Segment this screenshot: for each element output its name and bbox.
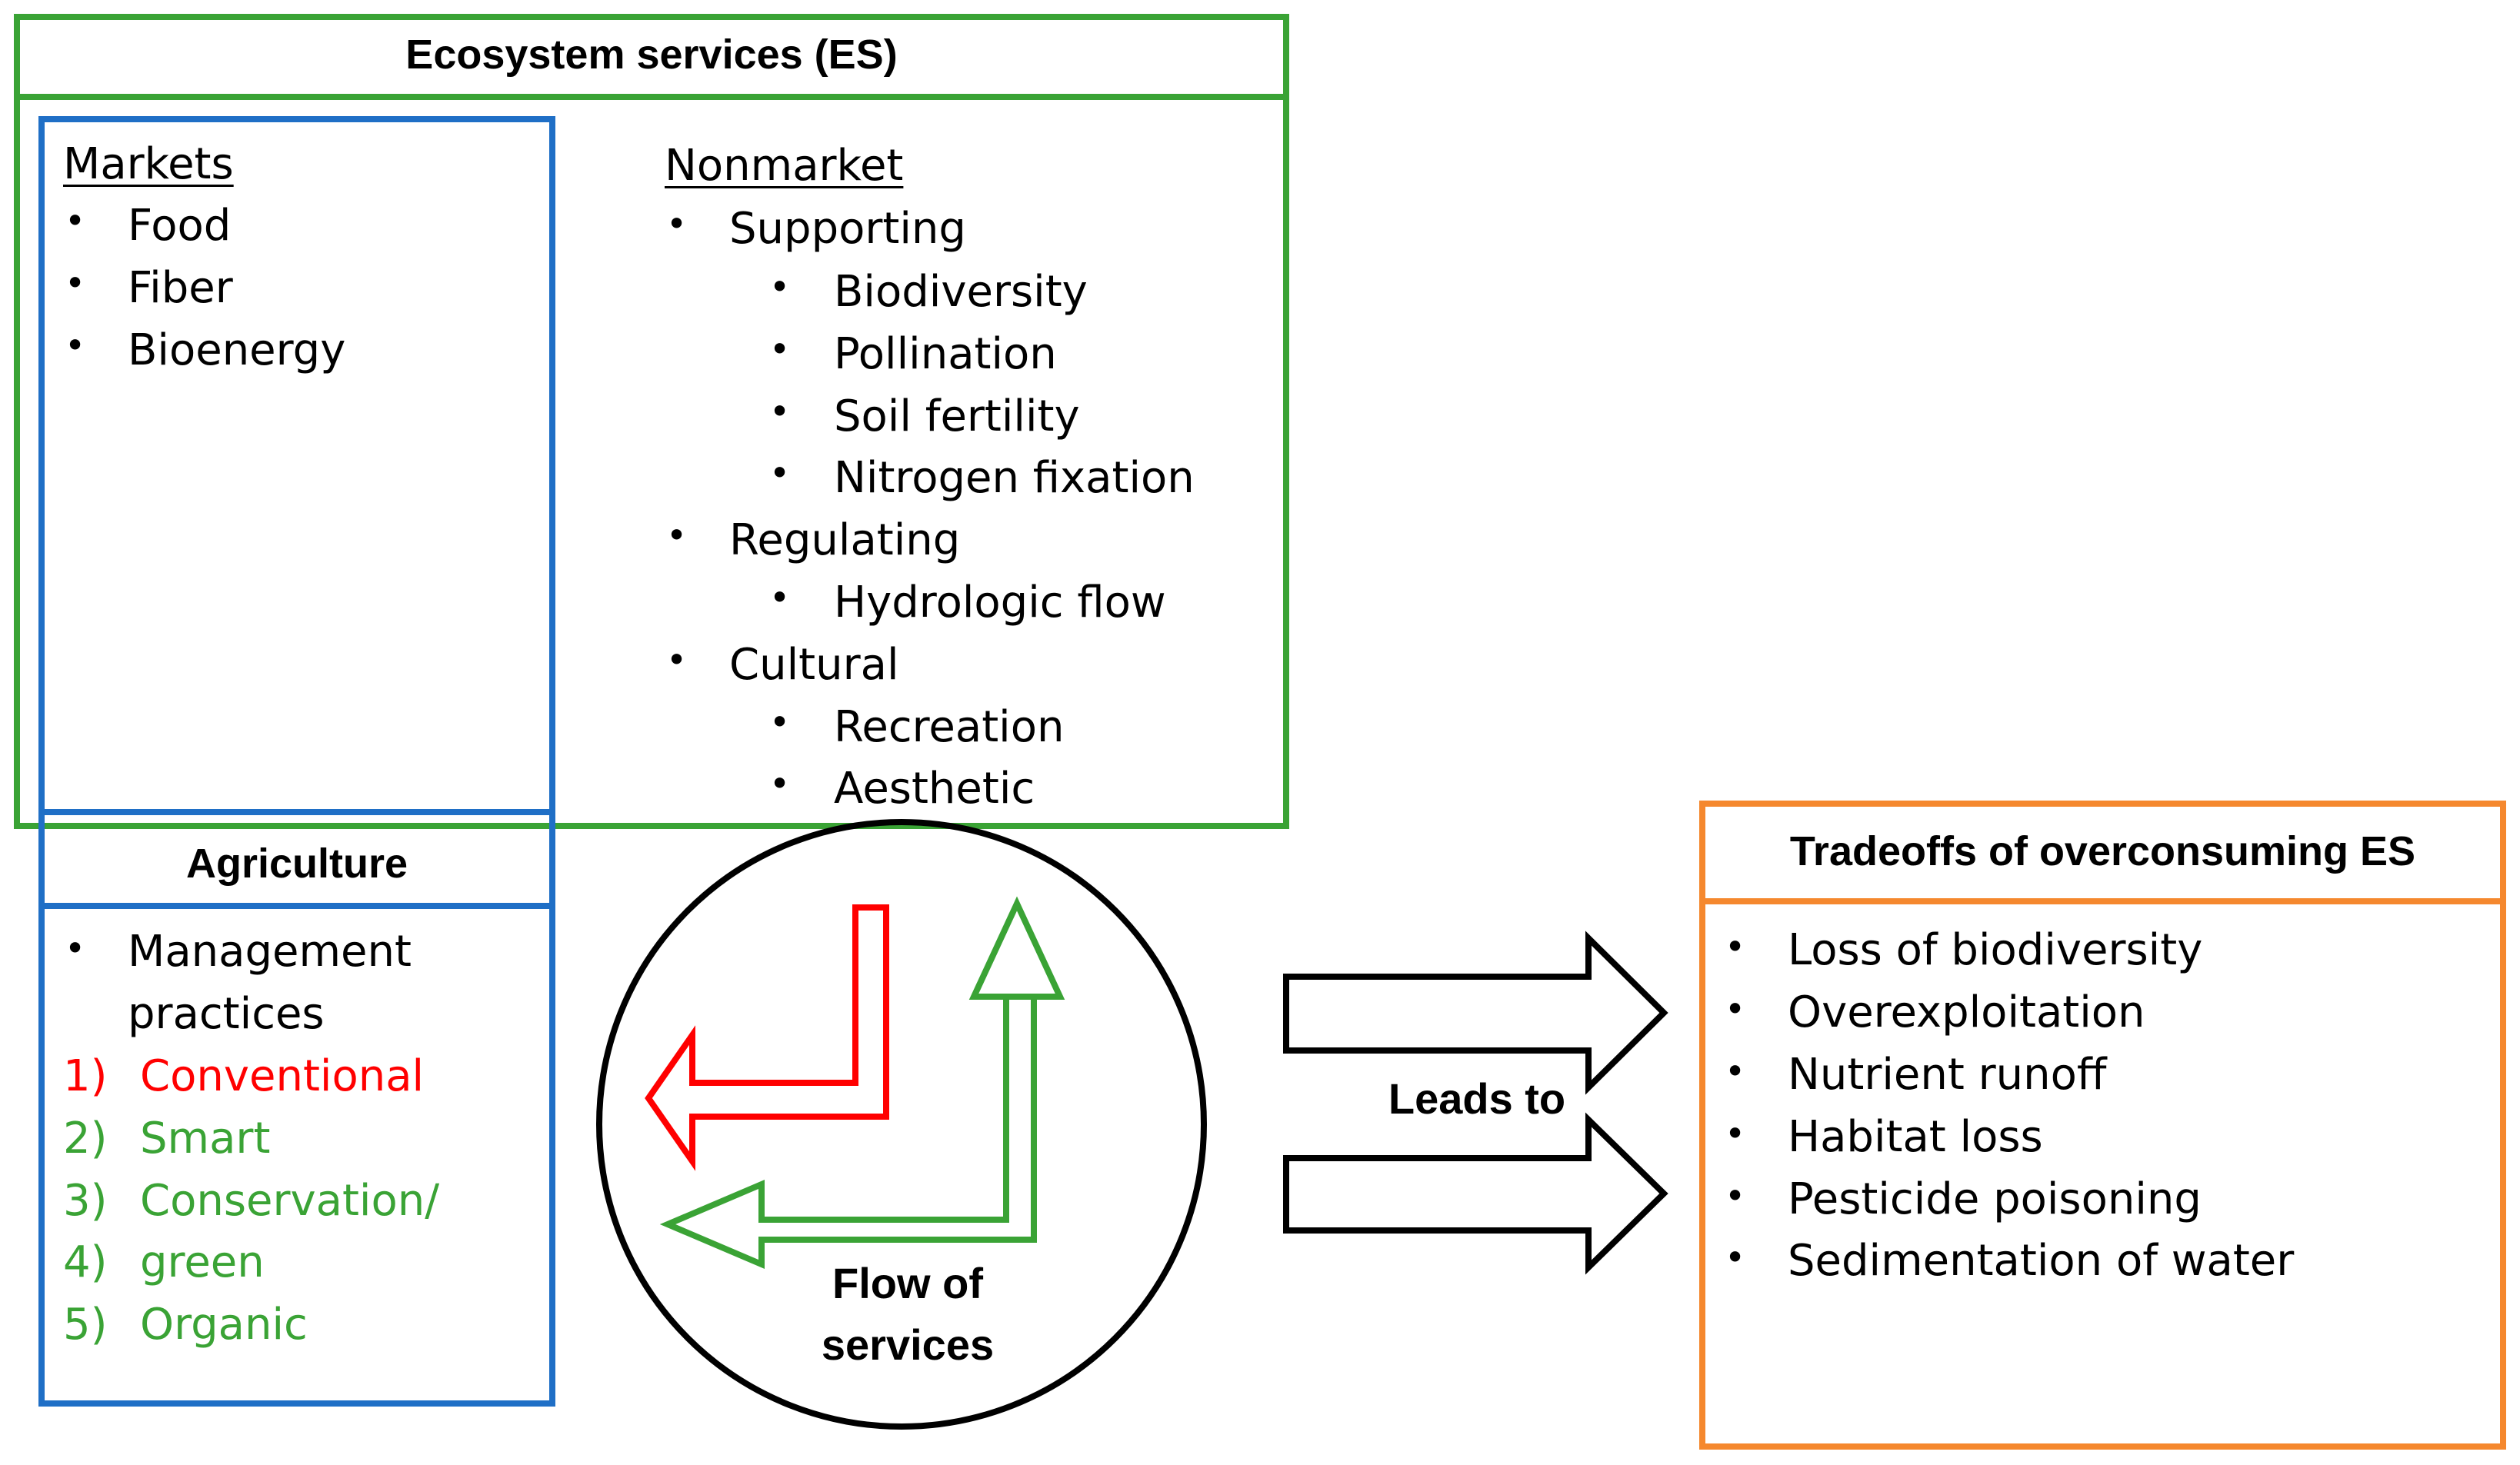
practice-conventional: Conventional: [140, 1051, 425, 1101]
bullet: •: [1725, 1050, 1746, 1092]
flow-label-line2: services: [821, 1320, 995, 1369]
bullet: •: [769, 266, 791, 308]
practice-number: 4): [63, 1237, 108, 1287]
es-title: Ecosystem services (ES): [405, 32, 898, 78]
cultural-aesthetic: Aesthetic: [834, 764, 1035, 814]
practice-number: 1): [63, 1051, 108, 1101]
practice-number: 2): [63, 1114, 108, 1164]
market-item-bioenergy: Bioenergy: [128, 325, 346, 375]
bullet: •: [666, 514, 688, 556]
bullet: •: [666, 203, 688, 245]
bullet: •: [666, 639, 688, 681]
practice-smart: Smart: [140, 1114, 271, 1164]
bullet: •: [1725, 988, 1746, 1030]
bullet: •: [1725, 1237, 1746, 1278]
market-item-food: Food: [128, 201, 232, 251]
red-flow-arrow: [645, 904, 889, 1171]
bullet: •: [769, 763, 791, 804]
supporting-pollination: Pollination: [834, 329, 1057, 379]
tradeoff-overexploitation: Overexploitation: [1788, 987, 2145, 1037]
agriculture-management-line1: Management: [128, 927, 412, 977]
bullet: •: [65, 927, 86, 969]
nonmarket-regulating: Regulating: [729, 515, 961, 565]
bullet: •: [769, 701, 791, 743]
bullet: •: [769, 577, 791, 618]
practice-conservation: Conservation/: [140, 1176, 440, 1226]
tradeoff-pesticide-poisoning: Pesticide poisoning: [1788, 1174, 2202, 1224]
bullet: •: [65, 262, 86, 304]
tradeoff-nutrient-runoff: Nutrient runoff: [1788, 1050, 2107, 1100]
tradeoffs-title: Tradeoffs of overconsuming ES: [1789, 828, 2416, 874]
bullet: •: [1725, 1113, 1746, 1154]
supporting-nitrogen-fixation: Nitrogen fixation: [834, 453, 1195, 503]
agriculture-management-line2: practices: [128, 989, 325, 1039]
supporting-biodiversity: Biodiversity: [834, 267, 1088, 317]
green-flow-arrow: [659, 896, 1065, 1270]
nonmarket-heading: Nonmarket: [665, 141, 904, 191]
market-item-fiber: Fiber: [128, 263, 233, 313]
flow-label-line1: Flow of: [832, 1259, 983, 1307]
tradeoff-sedimentation-of-water: Sedimentation of water: [1788, 1236, 2295, 1286]
bullet: •: [1725, 1175, 1746, 1217]
leads-to-arrow-top: [1283, 931, 1668, 1095]
tradeoff-loss-of-biodiversity: Loss of biodiversity: [1788, 925, 2203, 975]
supporting-soil-fertility: Soil fertility: [834, 391, 1080, 441]
markets-heading: Markets: [63, 139, 234, 189]
regulating-hydrologic-flow: Hydrologic flow: [834, 578, 1166, 628]
practice-organic: Organic: [140, 1300, 308, 1350]
markets-box: [38, 116, 555, 1407]
bullet: •: [769, 452, 791, 494]
bullet: •: [65, 200, 86, 241]
cultural-recreation: Recreation: [834, 702, 1065, 752]
practice-number: 3): [63, 1176, 108, 1226]
practice-number: 5): [63, 1300, 108, 1350]
tradeoffs-box: [1699, 801, 2506, 1450]
agriculture-title: Agriculture: [185, 841, 408, 887]
flow-circle: [596, 819, 1207, 1430]
nonmarket-cultural: Cultural: [729, 640, 899, 690]
bullet: •: [769, 391, 791, 432]
tradeoff-habitat-loss: Habitat loss: [1788, 1112, 2043, 1162]
es-box: [14, 14, 1289, 829]
bullet: •: [1725, 926, 1746, 967]
leads-to-arrow-bottom: [1283, 1112, 1668, 1275]
bullet: •: [65, 325, 86, 366]
leads-to-label: Leads to: [1388, 1074, 1566, 1123]
practice-green: green: [140, 1237, 265, 1287]
bullet: •: [769, 328, 791, 370]
nonmarket-supporting: Supporting: [729, 204, 966, 254]
